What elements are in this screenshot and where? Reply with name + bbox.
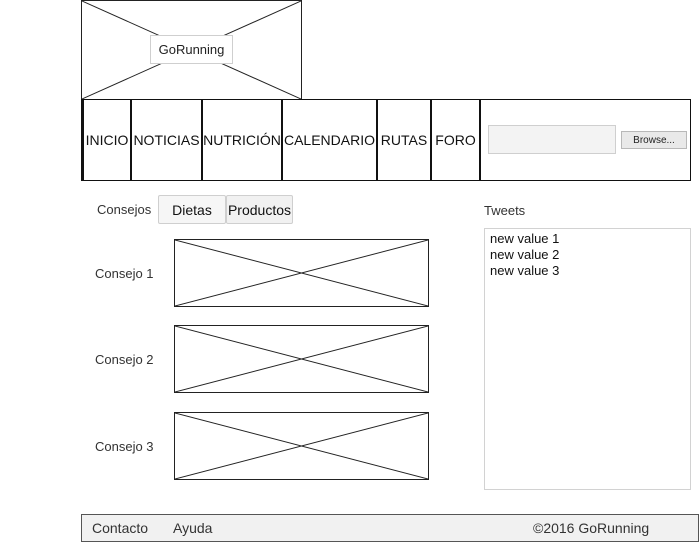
nav-item-noticias[interactable]: NOTICIAS [132, 100, 203, 180]
logo-text[interactable]: GoRunning [150, 35, 233, 64]
footer-link-ayuda[interactable]: Ayuda [173, 520, 213, 536]
tweets-list[interactable]: new value 1 new value 2 new value 3 [484, 228, 691, 490]
advice-image-1 [174, 239, 429, 307]
advice-label-3: Consejo 3 [95, 439, 154, 454]
copyright-text: ©2016 GoRunning [533, 520, 650, 536]
browse-button[interactable]: Browse... [621, 131, 687, 149]
footer-link-contacto[interactable]: Contacto [92, 520, 149, 536]
advice-image-2 [174, 325, 429, 393]
nav-item-inicio[interactable]: INICIO [82, 100, 132, 180]
tab-productos[interactable]: Productos [226, 195, 293, 224]
tweet-item[interactable]: new value 3 [490, 263, 560, 278]
nav-item-nutricion[interactable]: NUTRICIÓN [203, 100, 283, 180]
advice-label-2: Consejo 2 [95, 352, 154, 367]
nav-item-foro[interactable]: FORO [432, 100, 481, 180]
consejos-label: Consejos [97, 202, 152, 217]
tweet-item[interactable]: new value 1 [490, 231, 560, 246]
placeholder-cross-icon [175, 240, 428, 306]
placeholder-cross-icon [175, 413, 428, 479]
tweets-title: Tweets [484, 203, 526, 218]
file-path-field[interactable] [488, 125, 616, 154]
nav-item-rutas[interactable]: RUTAS [378, 100, 432, 180]
footer-bar: Contacto Ayuda ©2016 GoRunning [81, 514, 699, 542]
main-navigation: INICIO NOTICIAS NUTRICIÓN CALENDARIO RUT… [81, 99, 691, 181]
nav-item-calendario[interactable]: CALENDARIO [283, 100, 378, 180]
placeholder-cross-icon [175, 326, 428, 392]
advice-image-3 [174, 412, 429, 480]
tweet-item[interactable]: new value 2 [490, 247, 560, 262]
tab-dietas[interactable]: Dietas [158, 195, 226, 224]
advice-label-1: Consejo 1 [95, 266, 154, 281]
